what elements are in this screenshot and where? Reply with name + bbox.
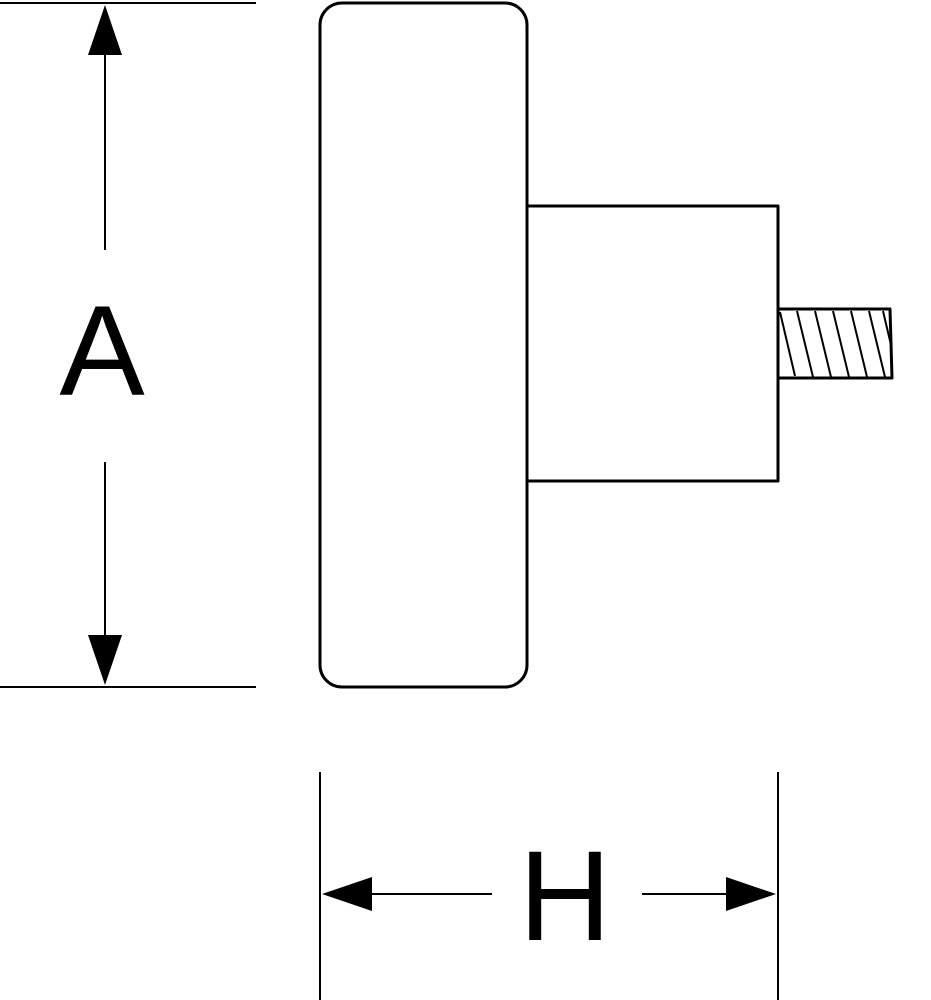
arrow-right-icon — [726, 877, 776, 911]
dimension-h: H — [319, 772, 779, 1000]
dimension-label-a: A — [59, 280, 145, 423]
dimension-a: A — [0, 2, 256, 688]
arrow-up-icon — [88, 5, 122, 55]
knob-hub — [525, 204, 780, 483]
arrow-down-icon — [88, 635, 122, 685]
arrow-left-icon — [322, 877, 372, 911]
threaded-stud — [776, 307, 894, 380]
knob-head — [318, 1, 529, 689]
dimension-label-h: H — [519, 825, 611, 968]
thread-hatching — [779, 310, 892, 378]
